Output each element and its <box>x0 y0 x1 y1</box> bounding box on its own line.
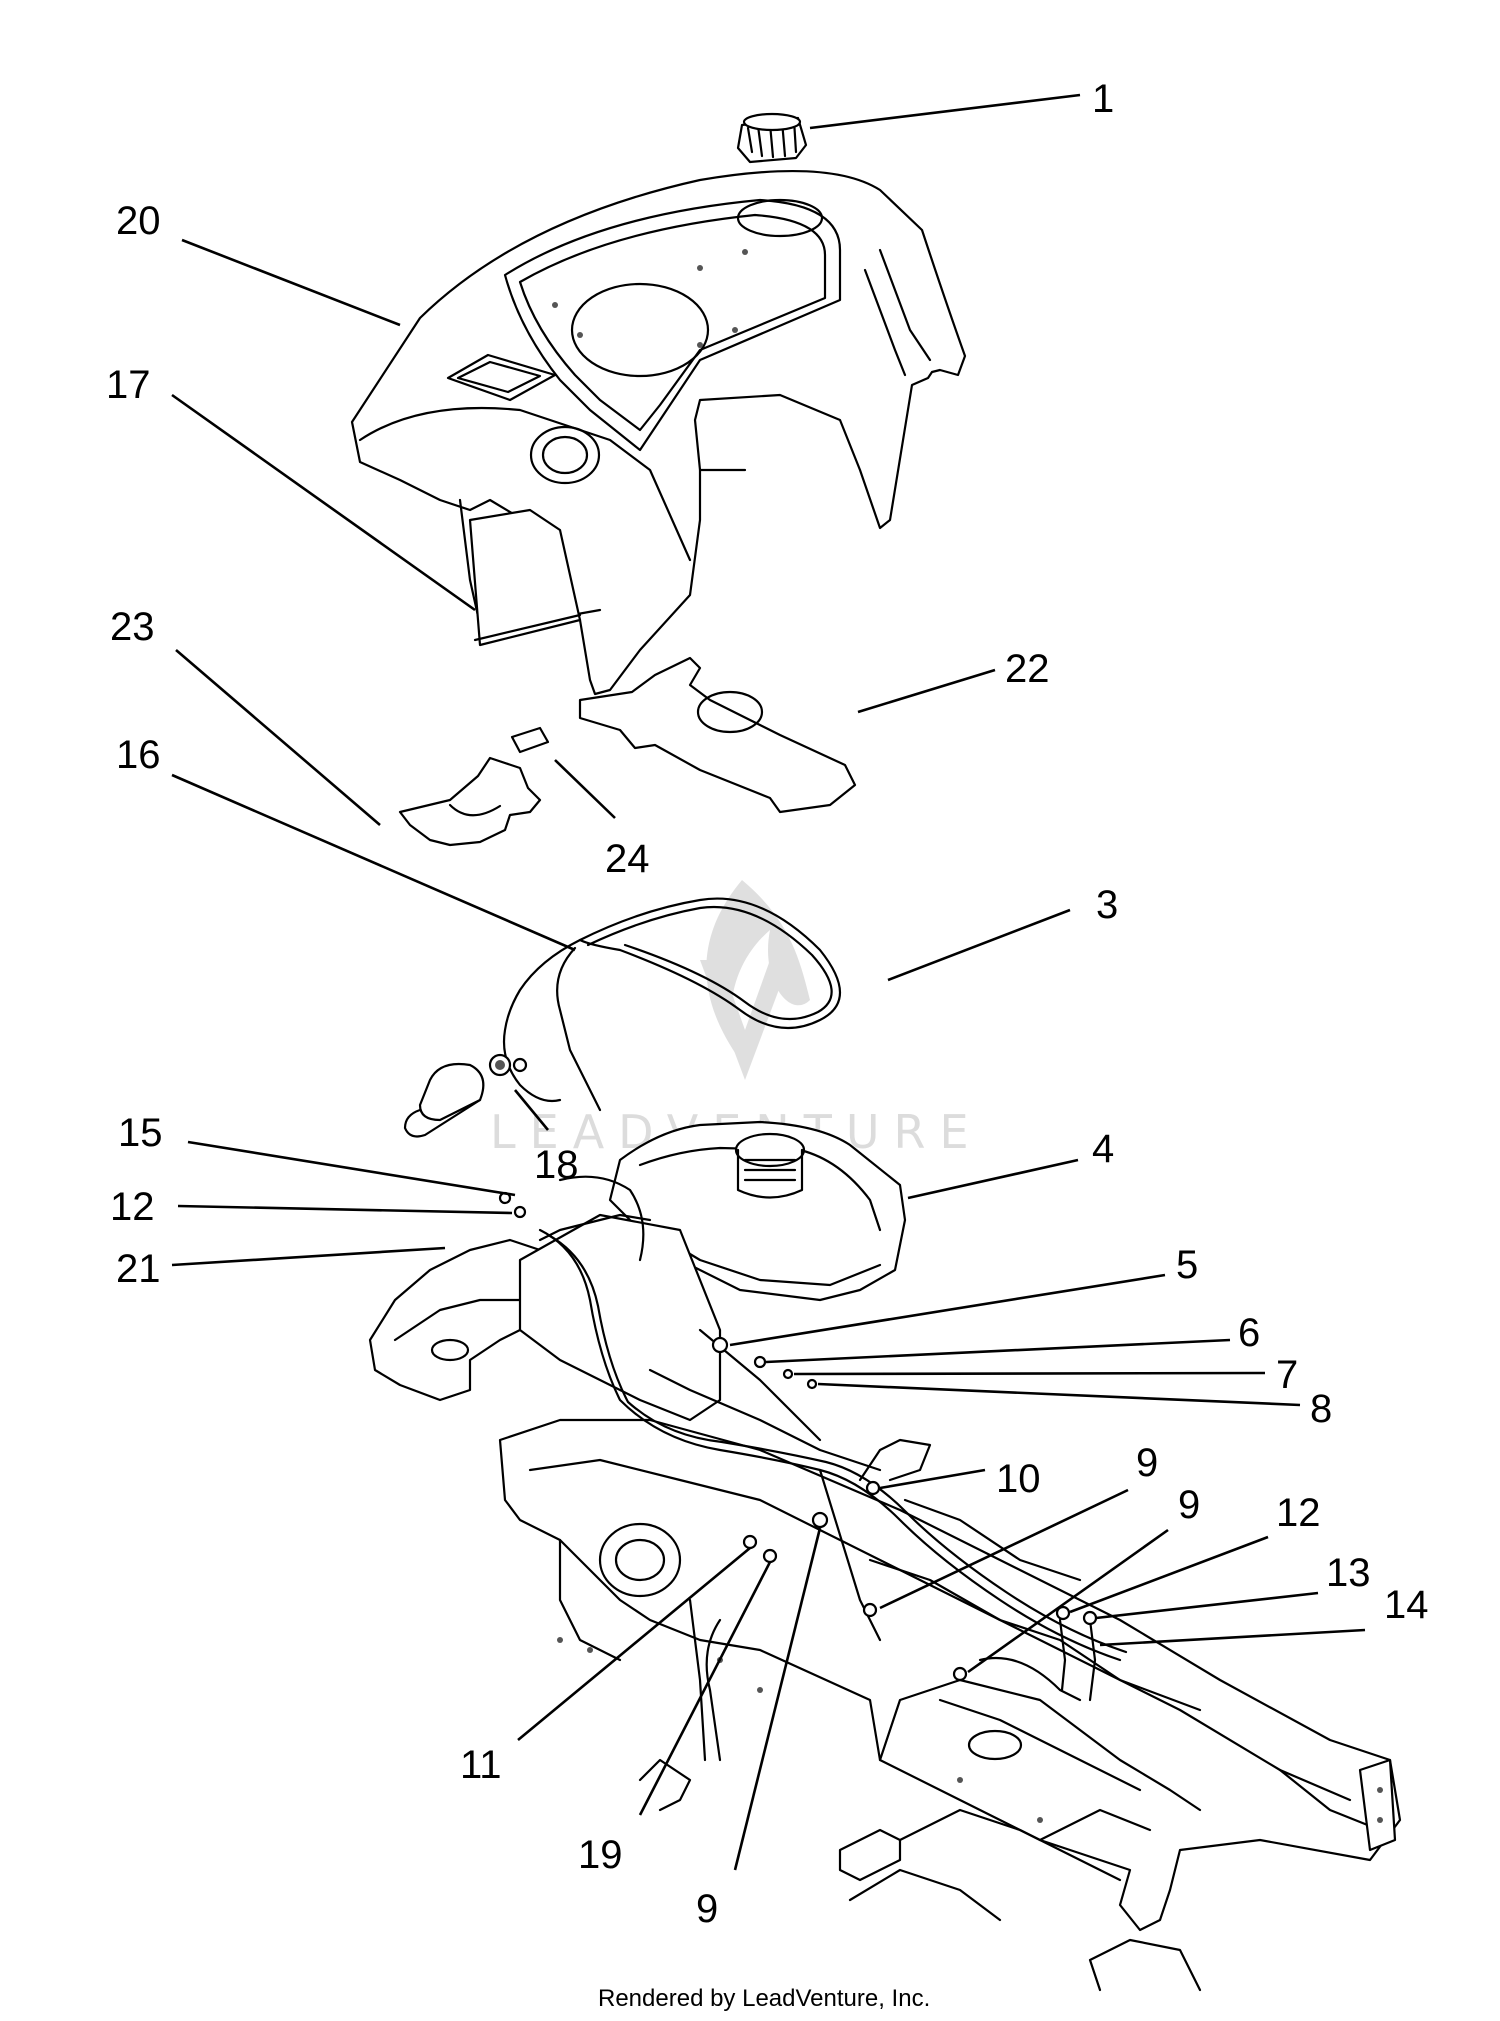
callout-17: 17 <box>106 363 151 407</box>
callout-13: 13 <box>1326 1551 1371 1595</box>
watermark-logo <box>700 880 810 1080</box>
callout-10: 10 <box>996 1457 1041 1501</box>
spacer-block <box>510 726 550 754</box>
callout-9b: 9 <box>1178 1483 1200 1527</box>
hood-side-panel <box>468 508 582 647</box>
callout-1: 1 <box>1092 77 1114 121</box>
callout-7: 7 <box>1276 1353 1298 1397</box>
callout-24: 24 <box>605 837 650 881</box>
fuel-hose <box>403 897 842 1138</box>
frame <box>498 1213 1402 1992</box>
hood <box>350 169 967 696</box>
dash-panel <box>578 656 857 814</box>
bracket-plate <box>398 756 542 847</box>
callout-15: 15 <box>118 1111 163 1155</box>
callout-12a: 12 <box>110 1185 155 1229</box>
callout-12b: 12 <box>1276 1491 1321 1535</box>
credit-text: Rendered by LeadVenture, Inc. <box>598 1985 930 2012</box>
fuel-cap <box>736 112 808 164</box>
callout-6: 6 <box>1238 1311 1260 1355</box>
callout-11: 11 <box>460 1743 502 1787</box>
callout-8: 8 <box>1310 1387 1332 1431</box>
callout-4: 4 <box>1092 1127 1114 1171</box>
callout-21: 21 <box>116 1247 161 1291</box>
callout-20: 20 <box>116 199 161 243</box>
callout-16: 16 <box>116 733 161 777</box>
callout-3: 3 <box>1096 883 1118 927</box>
callout-18: 18 <box>534 1143 579 1187</box>
wiring-harness <box>538 1175 1128 1702</box>
callout-19: 19 <box>578 1833 623 1877</box>
callout-14: 14 <box>1384 1583 1429 1627</box>
callout-22: 22 <box>1005 647 1050 691</box>
callout-23: 23 <box>110 605 155 649</box>
leader-lines <box>171 93 1366 1871</box>
callout-labels: 1 20 17 23 22 16 24 3 15 18 4 12 21 5 6 … <box>106 77 1429 1931</box>
callout-5: 5 <box>1176 1243 1198 1287</box>
callout-9c: 9 <box>696 1887 718 1931</box>
callout-9a: 9 <box>1136 1441 1158 1485</box>
